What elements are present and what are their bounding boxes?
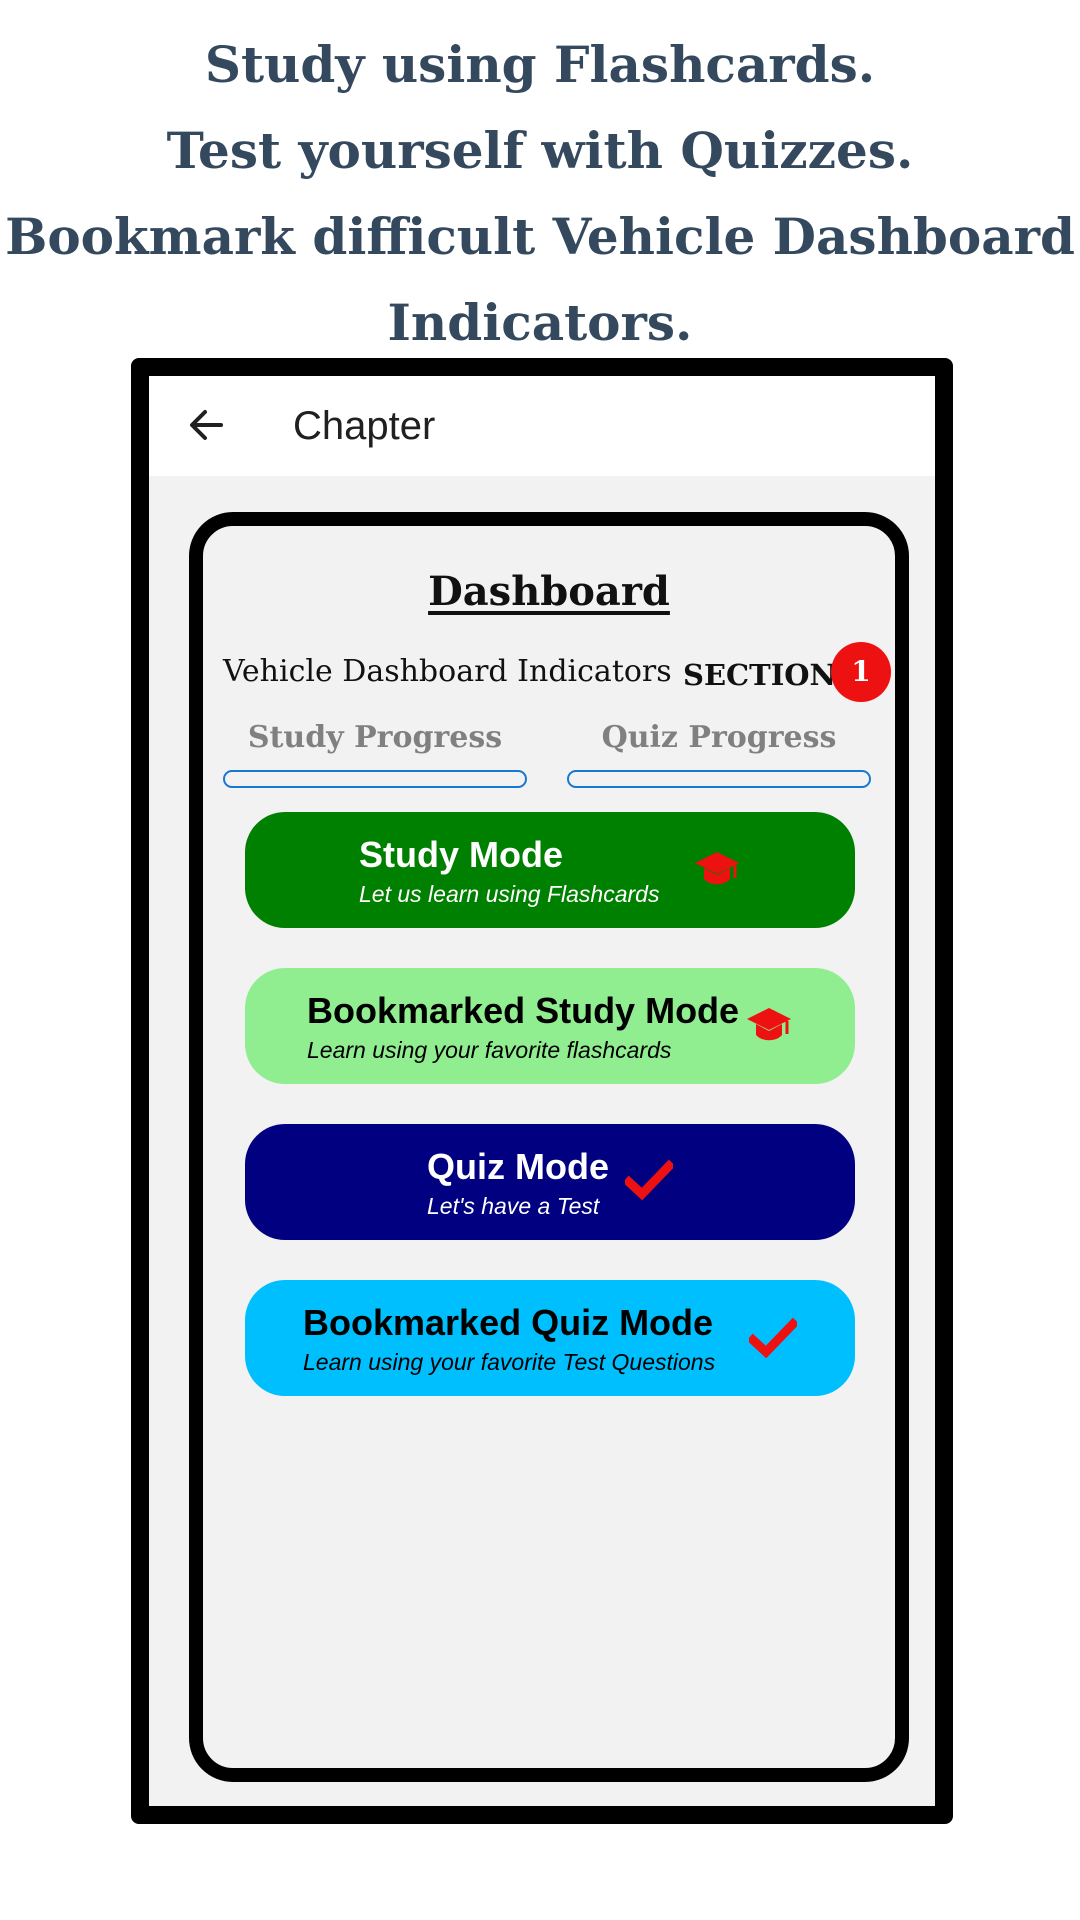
- promo-headline: Study using Flashcards. Test yourself wi…: [0, 22, 1080, 366]
- promo-line-3: Bookmark difficult Vehicle Dashboard: [5, 207, 1075, 266]
- promo-line-1: Study using Flashcards.: [204, 35, 876, 94]
- bookmarked-study-mode-button[interactable]: Bookmarked Study Mode Learn using your f…: [245, 968, 855, 1084]
- quiz-mode-button[interactable]: Quiz Mode Let's have a Test: [245, 1124, 855, 1240]
- study-mode-title: Study Mode: [359, 834, 563, 875]
- checkmark-icon: [622, 1159, 676, 1205]
- app-bar: Chapter: [149, 376, 935, 476]
- section-number-badge: 1: [831, 642, 891, 702]
- quiz-progress-bar: [567, 770, 871, 788]
- study-progress-label: Study Progress: [247, 720, 503, 755]
- bookmarked-quiz-mode-subtitle: Learn using your favorite Test Questions: [303, 1349, 716, 1375]
- app-bar-title: Chapter: [293, 404, 436, 448]
- bookmarked-study-mode-title: Bookmarked Study Mode: [307, 990, 740, 1031]
- section-label: SECTION: [683, 658, 837, 692]
- chapter-name: Vehicle Dashboard Indicators: [223, 654, 672, 689]
- bookmarked-study-mode-subtitle: Learn using your favorite flashcards: [307, 1037, 672, 1063]
- dashboard-title: Dashboard: [428, 568, 670, 615]
- promo-line-2: Test yourself with Quizzes.: [166, 121, 914, 180]
- bookmarked-quiz-mode-title: Bookmarked Quiz Mode: [303, 1302, 714, 1343]
- quiz-progress-label: Quiz Progress: [601, 720, 837, 755]
- graduation-cap-icon: [693, 848, 741, 897]
- dashboard-card: Dashboard Vehicle Dashboard Indicators S…: [189, 512, 909, 1782]
- bookmarked-quiz-mode-button[interactable]: Bookmarked Quiz Mode Learn using your fa…: [245, 1280, 855, 1396]
- quiz-mode-title: Quiz Mode: [427, 1146, 609, 1187]
- graduation-cap-icon: [745, 1004, 793, 1053]
- checkmark-icon: [746, 1317, 800, 1363]
- study-mode-button[interactable]: Study Mode Let us learn using Flashcards: [245, 812, 855, 928]
- promo-line-4: Indicators.: [387, 293, 693, 352]
- arrow-left-icon[interactable]: [181, 400, 231, 450]
- phone-frame: Chapter Dashboard Vehicle Dashboard Indi…: [131, 358, 953, 1824]
- study-progress-bar: [223, 770, 527, 788]
- study-mode-subtitle: Let us learn using Flashcards: [359, 881, 660, 907]
- quiz-mode-subtitle: Let's have a Test: [427, 1193, 600, 1219]
